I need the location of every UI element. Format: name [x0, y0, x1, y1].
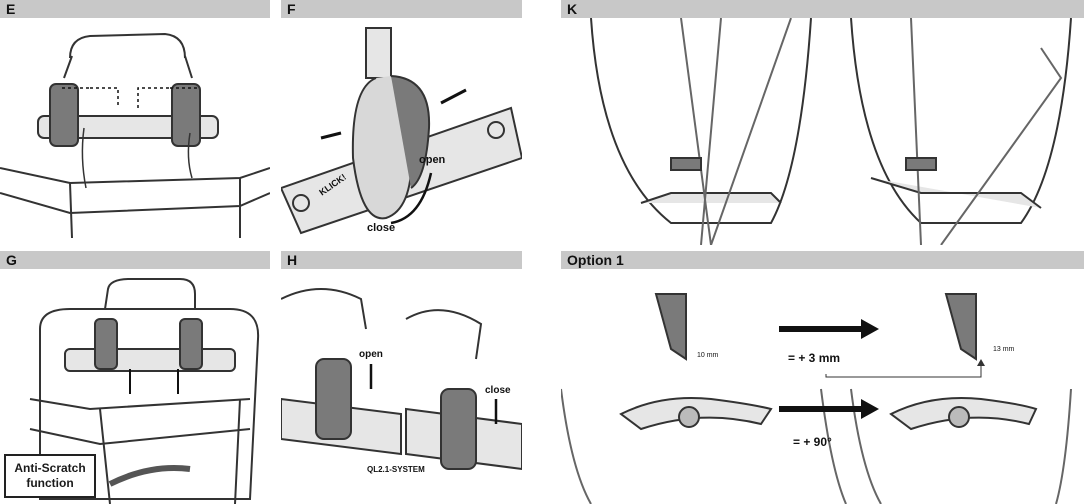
- panel-g: G Anti-Scratch function: [0, 251, 270, 504]
- panel-option1-label: Option 1: [567, 252, 624, 268]
- rotate-label: = + 90°: [793, 435, 832, 449]
- anti-scratch-callout: Anti-Scratch function: [4, 454, 96, 498]
- adapter-adjust-illustration: [590, 18, 1072, 245]
- panel-e-header: E: [0, 0, 270, 18]
- offset-large-label: 13 mm: [993, 346, 1015, 353]
- panel-f-label: F: [287, 1, 296, 17]
- hand-operation-illustration: open close QL2.1-SYSTEM: [281, 288, 522, 474]
- panel-f: F open close KLICK!: [281, 0, 522, 245]
- option1-adjust-illustration: 10 mm 13 mm = + 3 mm = + 90°: [561, 293, 1072, 504]
- panel-h: H open close QL2.1-SYSTEM: [281, 251, 522, 504]
- panel-h-header: H: [281, 251, 522, 269]
- panel-g-header: G: [0, 251, 270, 269]
- panel-k-header: K: [561, 0, 1084, 18]
- panel-e-label: E: [6, 1, 16, 17]
- offset-small-label: 10 mm: [697, 352, 719, 359]
- increase-label: = + 3 mm: [788, 351, 840, 365]
- panel-option1-header: Option 1: [561, 251, 1084, 269]
- h-system-label: QL2.1-SYSTEM: [367, 465, 425, 474]
- panel-k-label: K: [567, 1, 578, 17]
- panel-h-label: H: [287, 252, 298, 268]
- f-open-label: open: [419, 154, 446, 166]
- pannier-on-rack-illustration: [29, 278, 260, 504]
- clip-illustration: open close KLICK!: [281, 27, 522, 235]
- panel-g-label: G: [6, 252, 17, 268]
- panel-e: E: [0, 0, 270, 245]
- panel-option1: Option 1 10 mm 13 mm = + 3 mm = + 90°: [561, 251, 1084, 504]
- rack-mounting-illustration: [0, 32, 270, 239]
- h-close-label: close: [485, 385, 511, 396]
- panel-k: K: [561, 0, 1084, 245]
- h-open-label: open: [359, 349, 383, 360]
- panel-f-header: F: [281, 0, 522, 18]
- f-close-label: close: [367, 222, 395, 234]
